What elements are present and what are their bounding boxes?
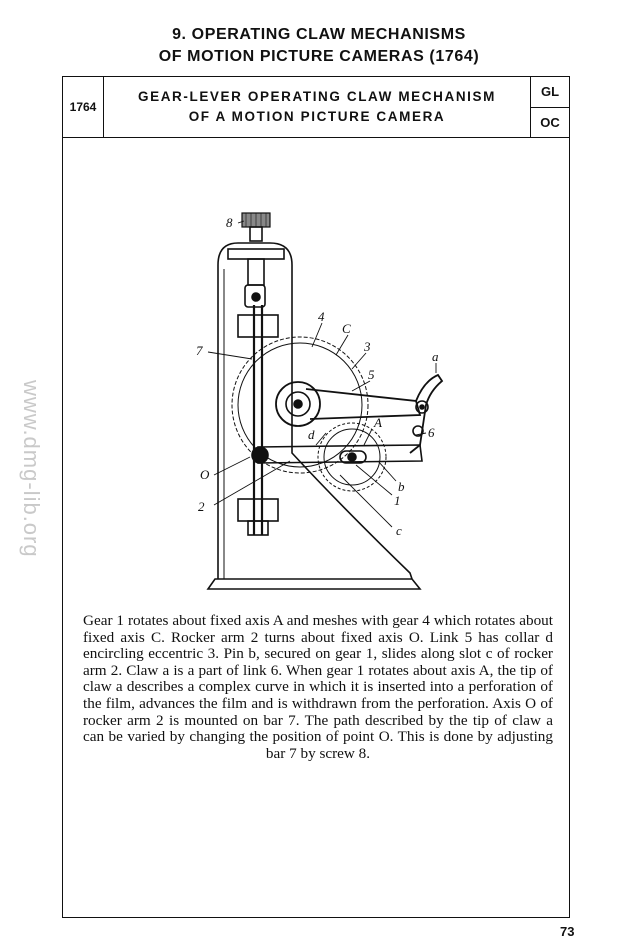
link-6 (409, 373, 444, 454)
label-collar-d: d (308, 427, 315, 442)
entry-title-line2: OF A MOTION PICTURE CAMERA (188, 109, 446, 124)
mechanism-drawing: 8 7 4 C 3 5 a d A 6 b O 2 1 c (196, 212, 444, 590)
watermark: www.dmg-lib.org (19, 380, 44, 558)
label-rocker-2: 2 (198, 499, 205, 514)
gear-4 (231, 336, 369, 474)
entry-title: GEAR-LEVER OPERATING CLAW MECHANISM OF A… (104, 77, 530, 137)
label-screw-8: 8 (226, 215, 233, 230)
mechanism-description: Gear 1 rotates about fixed axis A and me… (83, 612, 553, 762)
label-axis-a: A (373, 415, 382, 430)
class-code-top: GL (531, 77, 569, 108)
entry-number: 1764 (63, 77, 104, 137)
stand (217, 242, 413, 580)
section-title-line1: 9. OPERATING CLAW MECHANISMS (172, 26, 466, 43)
section-title-line2: OF MOTION PICTURE CAMERAS (1764) (158, 48, 480, 65)
label-bar-7: 7 (196, 343, 203, 358)
label-link-5: 5 (368, 367, 375, 382)
label-pin-b: b (398, 479, 405, 494)
entry-title-line1: GEAR-LEVER OPERATING CLAW MECHANISM (137, 89, 496, 104)
page-number: 73 (560, 924, 575, 939)
class-code-bottom: OC (540, 114, 560, 130)
section-title: 9. OPERATING CLAW MECHANISMS OF MOTION P… (0, 24, 638, 68)
label-gear-4: 4 (318, 309, 325, 324)
label-axis-c: C (342, 321, 351, 336)
eccentric-3 (275, 381, 321, 427)
label-claw-a: a (432, 349, 439, 364)
gear-1 (317, 422, 387, 492)
entry-classification: GL OC (530, 77, 569, 137)
entry-header: 1764 GEAR-LEVER OPERATING CLAW MECHANISM… (63, 77, 569, 138)
page-frame: 1764 GEAR-LEVER OPERATING CLAW MECHANISM… (62, 76, 570, 918)
label-slot-c: c (396, 523, 402, 538)
link-5 (305, 388, 422, 420)
label-link-6: 6 (428, 425, 435, 440)
label-axis-o: O (200, 467, 210, 482)
base-plate (206, 578, 422, 590)
label-eccentric-3: 3 (363, 339, 371, 354)
label-gear-1: 1 (394, 493, 401, 508)
